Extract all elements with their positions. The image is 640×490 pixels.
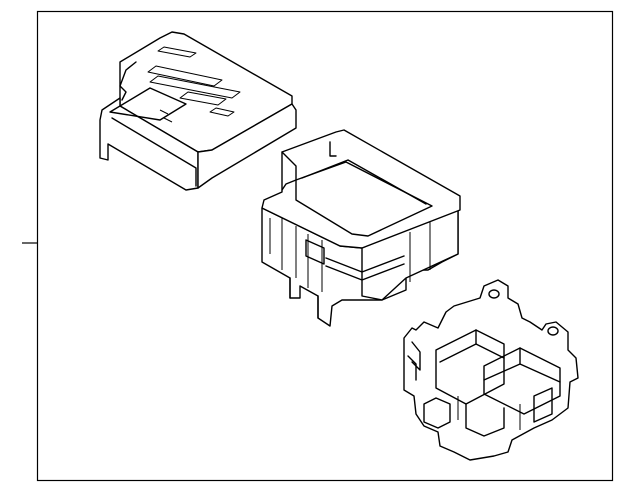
fuse-box-cover bbox=[99, 31, 297, 191]
cover-slot bbox=[147, 65, 223, 87]
diagram-frame bbox=[36, 10, 614, 482]
cover-slot bbox=[149, 75, 241, 99]
cover-slot bbox=[179, 91, 227, 106]
cover-slot bbox=[157, 46, 197, 58]
fuse-box-bracket bbox=[403, 279, 579, 461]
fuse-box-body bbox=[261, 129, 461, 327]
cover-slot bbox=[209, 107, 235, 117]
